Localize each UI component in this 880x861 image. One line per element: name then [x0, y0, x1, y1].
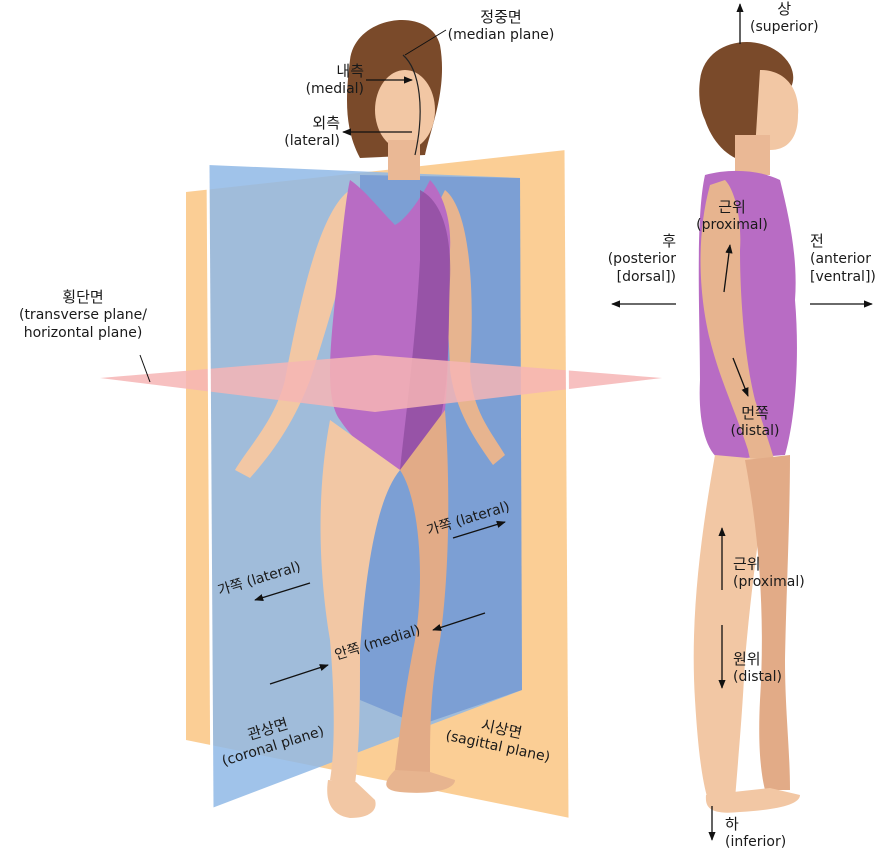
- proximal-leg-ko: 근위: [733, 555, 805, 573]
- distal-arm-label: 먼쪽 (distal): [725, 404, 785, 440]
- anterior-label: 전 (anterior [ventral]): [810, 232, 876, 286]
- transverse-plane-en1: (transverse plane/: [2, 306, 164, 324]
- distal-arm-en: (distal): [725, 422, 785, 440]
- median-plane-en: (median plane): [446, 26, 556, 44]
- superior-label: 상 (superior): [750, 0, 819, 36]
- distal-arm-ko: 먼쪽: [725, 404, 785, 422]
- proximal-arm-label: 근위 (proximal): [694, 198, 770, 234]
- anterior-en1: (anterior: [810, 250, 876, 268]
- median-plane-label: 정중면 (median plane): [446, 8, 556, 44]
- posterior-ko: 후: [592, 232, 676, 250]
- inferior-label: 하 (inferior): [725, 815, 786, 851]
- transverse-plane: [100, 355, 662, 412]
- distal-leg-en: (distal): [733, 668, 782, 686]
- transverse-plane-ko: 횡단면: [2, 288, 164, 306]
- inferior-ko: 하: [725, 815, 786, 833]
- transverse-plane-en2: horizontal plane): [2, 324, 164, 342]
- medial-head-en: (medial): [270, 80, 364, 98]
- medial-head-ko: 내측: [270, 62, 364, 80]
- inferior-en: (inferior): [725, 833, 786, 851]
- distal-leg-ko: 원위: [733, 650, 782, 668]
- lateral-head-label: 외측 (lateral): [250, 114, 340, 150]
- median-plane-ko: 정중면: [446, 8, 556, 26]
- anterior-ko: 전: [810, 232, 876, 250]
- proximal-leg-label: 근위 (proximal): [733, 555, 805, 591]
- anterior-en2: [ventral]): [810, 268, 876, 286]
- superior-ko: 상: [750, 0, 819, 18]
- proximal-leg-en: (proximal): [733, 573, 805, 591]
- transverse-plane-label: 횡단면 (transverse plane/ horizontal plane): [2, 288, 164, 342]
- posterior-en2: [dorsal]): [592, 268, 676, 286]
- lateral-head-ko: 외측: [250, 114, 340, 132]
- lateral-head-en: (lateral): [250, 132, 340, 150]
- superior-en: (superior): [750, 18, 819, 36]
- medial-head-label: 내측 (medial): [270, 62, 364, 98]
- posterior-en1: (posterior: [592, 250, 676, 268]
- posterior-label: 후 (posterior [dorsal]): [592, 232, 676, 286]
- proximal-arm-ko: 근위: [694, 198, 770, 216]
- distal-leg-label: 원위 (distal): [733, 650, 782, 686]
- proximal-arm-en: (proximal): [694, 216, 770, 234]
